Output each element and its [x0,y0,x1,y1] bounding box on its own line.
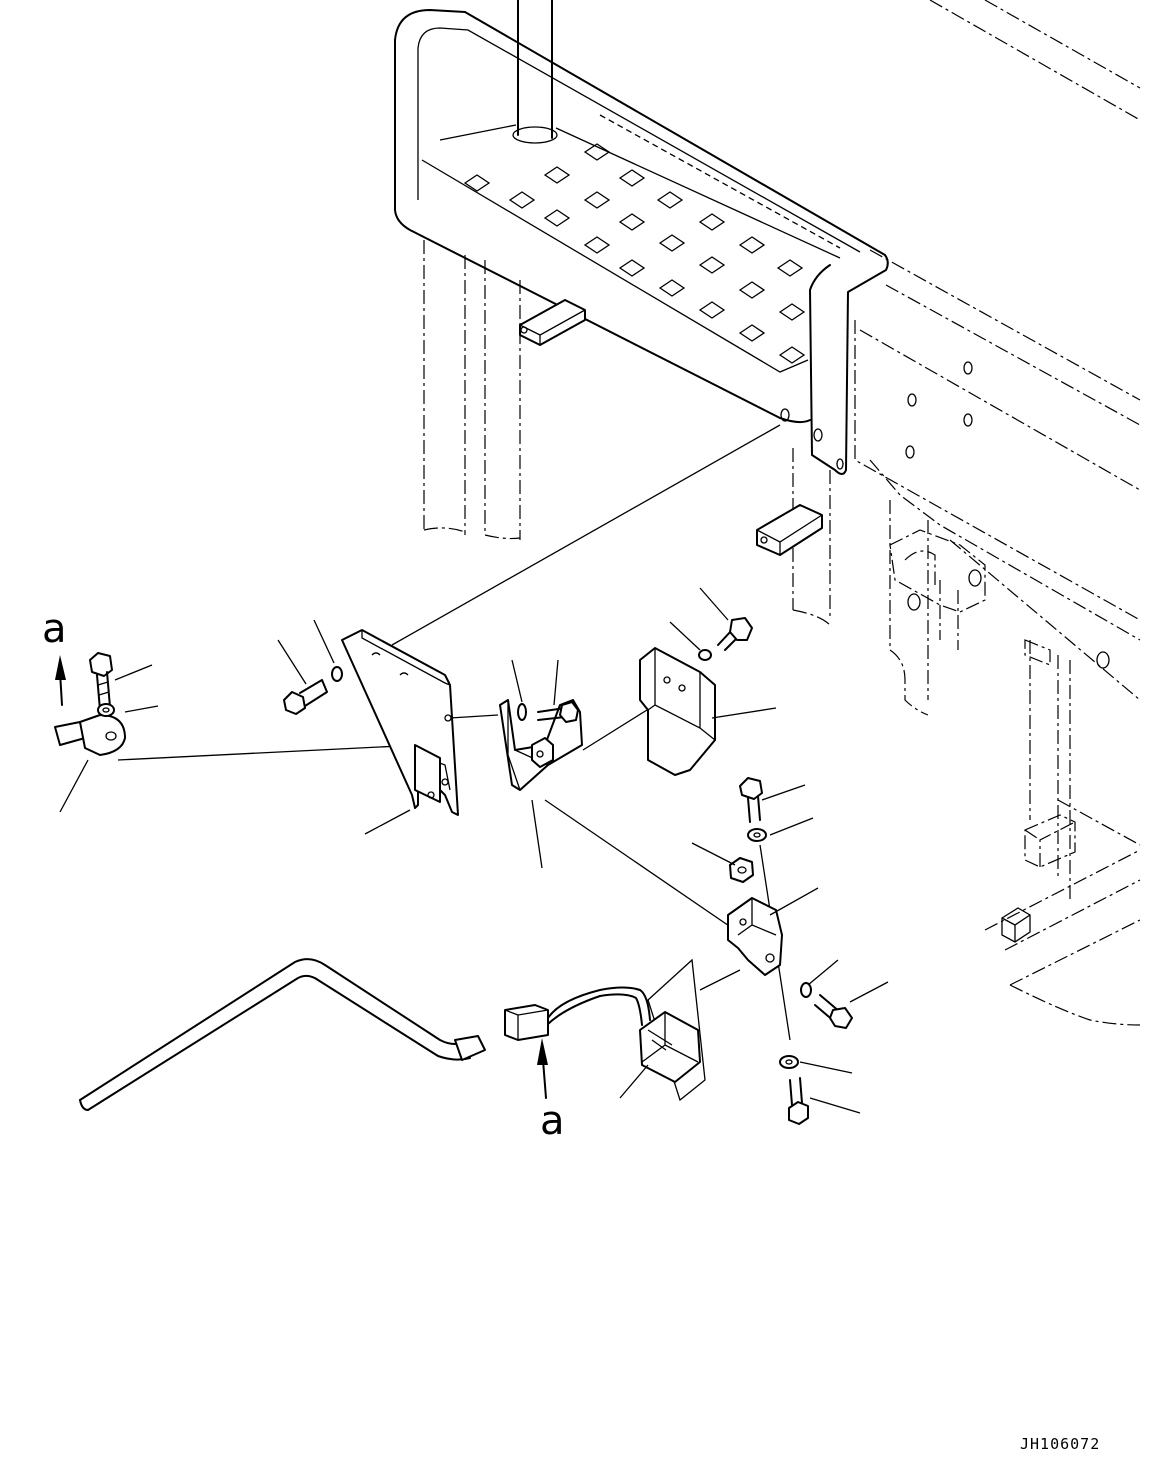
view-arrow-bottom [537,1038,548,1099]
mounting-bracket [341,629,459,816]
alignment-lines [117,424,791,1041]
connector [504,1004,549,1041]
callout-leaders [59,587,889,1114]
view-label-top: a [42,606,67,652]
sensor-holder [727,897,783,976]
sensor [639,958,706,1102]
view-label-bottom: a [540,1098,565,1144]
clamp [54,714,126,756]
chassis-frame [813,0,1141,1026]
wire-harness [547,986,651,1026]
view-arrow-top [55,655,66,706]
step-tread-holes [463,143,806,364]
fasteners [89,617,853,1125]
drawing-code: JH106072 [1020,1435,1100,1453]
sensor-cover [639,647,716,776]
step-frame [394,0,929,716]
harness-tube [79,958,486,1111]
sub-bracket [499,699,583,791]
